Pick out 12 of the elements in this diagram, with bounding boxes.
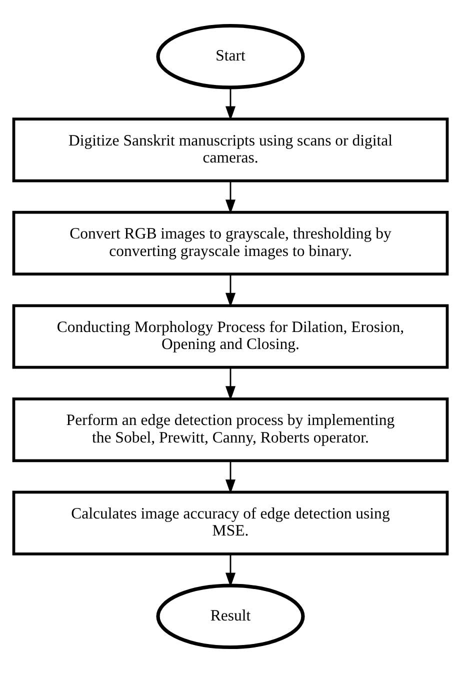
node-box: Perform an edge detection process by implementing the Sobel, Prewitt, Canny, Roberts operator. <box>12 398 449 462</box>
node-box: Convert RGB images to grayscale, thresholding by converting grayscale images to binary. <box>12 210 449 276</box>
node-ellipse: Start <box>156 24 305 90</box>
node-ellipse: Result <box>156 584 305 650</box>
arrow <box>225 460 236 494</box>
node-box: Calculates image accuracy of edge detection using MSE. <box>12 490 449 556</box>
node-box: Digitize Sanskrit manuscripts using scans or digital cameras. <box>12 118 449 182</box>
arrow <box>225 368 236 401</box>
arrow <box>225 274 236 308</box>
node-box: Conducting Morphology Process for Dilation, Erosion, Opening and Closing. <box>12 304 449 369</box>
arrow <box>225 180 236 214</box>
arrow <box>225 88 236 121</box>
